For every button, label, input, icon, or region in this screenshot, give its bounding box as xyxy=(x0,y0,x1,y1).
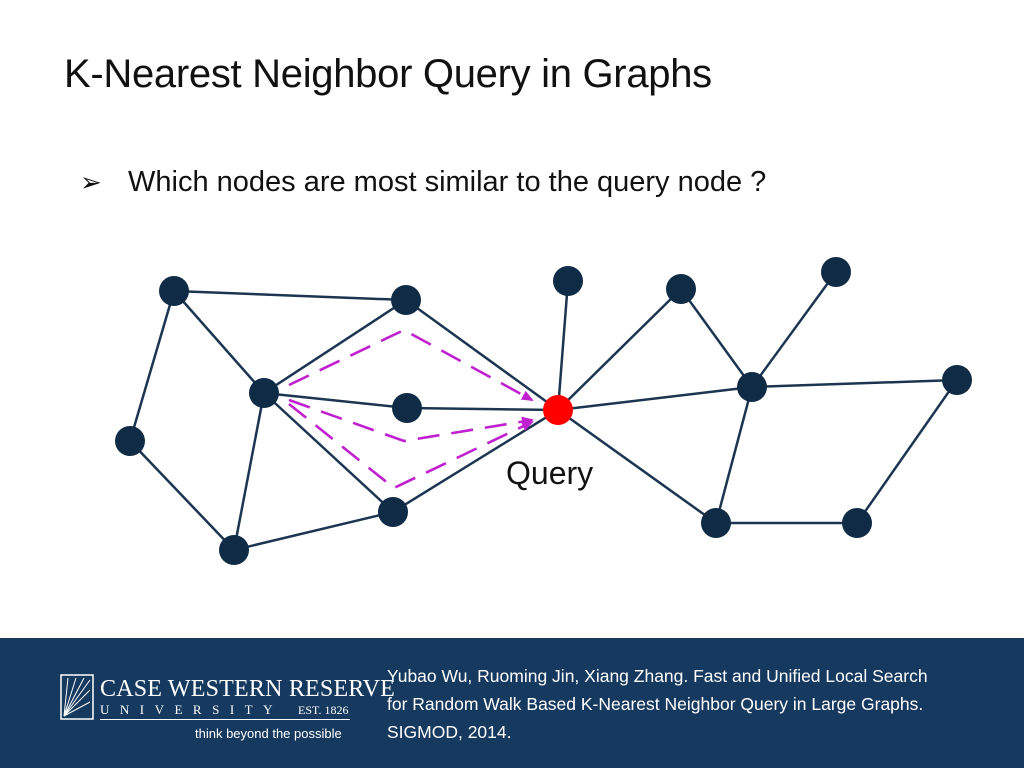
graph-edge xyxy=(173,289,407,302)
arrow-bullet-icon: ➢ xyxy=(80,167,102,197)
graph-edge xyxy=(263,391,408,410)
citation-line: SIGMOD, 2014. xyxy=(387,722,512,742)
graph-node xyxy=(942,365,972,395)
random-walk-path-middle xyxy=(288,398,534,443)
graph-edge xyxy=(855,379,959,524)
graph-edge xyxy=(263,298,407,395)
citation-text: Yubao Wu, Ruoming Jin, Xiang Zhang. Fast… xyxy=(387,662,1017,746)
graph-node xyxy=(701,508,731,538)
graph-edge xyxy=(556,280,570,411)
random-walk-path-lower xyxy=(288,402,534,490)
graph-edge xyxy=(751,378,958,389)
graph-edge xyxy=(750,271,838,388)
logo-tagline: think beyond the possible xyxy=(195,726,342,741)
graph-edge xyxy=(557,288,682,411)
graph-edge xyxy=(679,288,754,388)
bullet-text: Which nodes are most similar to the quer… xyxy=(128,166,767,198)
random-walk-paths xyxy=(288,328,534,490)
graph-edge xyxy=(557,385,753,412)
graph-node xyxy=(219,535,249,565)
graph-nodes xyxy=(115,257,972,565)
logo-established: EST. 1826 xyxy=(298,703,349,717)
graph-edge xyxy=(232,392,266,551)
graph-edge xyxy=(263,392,394,513)
graph-node xyxy=(737,372,767,402)
graph-node xyxy=(115,426,145,456)
random-walk-path-upper xyxy=(288,328,534,402)
citation-line: for Random Walk Based K-Nearest Neighbor… xyxy=(387,694,924,714)
bullet-item: ➢ Which nodes are most similar to the qu… xyxy=(80,166,766,199)
university-emblem-icon xyxy=(60,674,94,720)
graph-edge xyxy=(405,298,559,412)
graph-node xyxy=(666,274,696,304)
graph-edge xyxy=(128,290,176,442)
citation-line: Yubao Wu, Ruoming Jin, Xiang Zhang. Fast… xyxy=(387,666,928,686)
query-node xyxy=(543,395,573,425)
graph-node xyxy=(378,497,408,527)
graph-node xyxy=(159,276,189,306)
graph-node xyxy=(392,393,422,423)
logo-university: UNIVERSITY xyxy=(100,702,283,717)
graph-edge xyxy=(714,386,754,524)
footer-bar: CASE WESTERN RESERVE UNIVERSITY EST. 182… xyxy=(0,638,1024,768)
graph-node xyxy=(842,508,872,538)
graph-node xyxy=(249,378,279,408)
slide-title: K-Nearest Neighbor Query in Graphs xyxy=(64,52,712,96)
logo-wordmark: CASE WESTERN RESERVE xyxy=(100,676,395,702)
university-logo: CASE WESTERN RESERVE UNIVERSITY EST. 182… xyxy=(60,674,395,748)
graph-node xyxy=(821,257,851,287)
graph-edge xyxy=(173,290,265,394)
query-label: Query xyxy=(506,455,594,491)
graph-diagram xyxy=(115,257,972,565)
graph-node xyxy=(553,266,583,296)
graph-edge xyxy=(233,510,394,552)
graph-edge xyxy=(406,406,559,412)
graph-edge xyxy=(557,408,717,525)
graph-node xyxy=(391,285,421,315)
logo-divider xyxy=(100,719,350,720)
graph-edge xyxy=(129,440,235,551)
